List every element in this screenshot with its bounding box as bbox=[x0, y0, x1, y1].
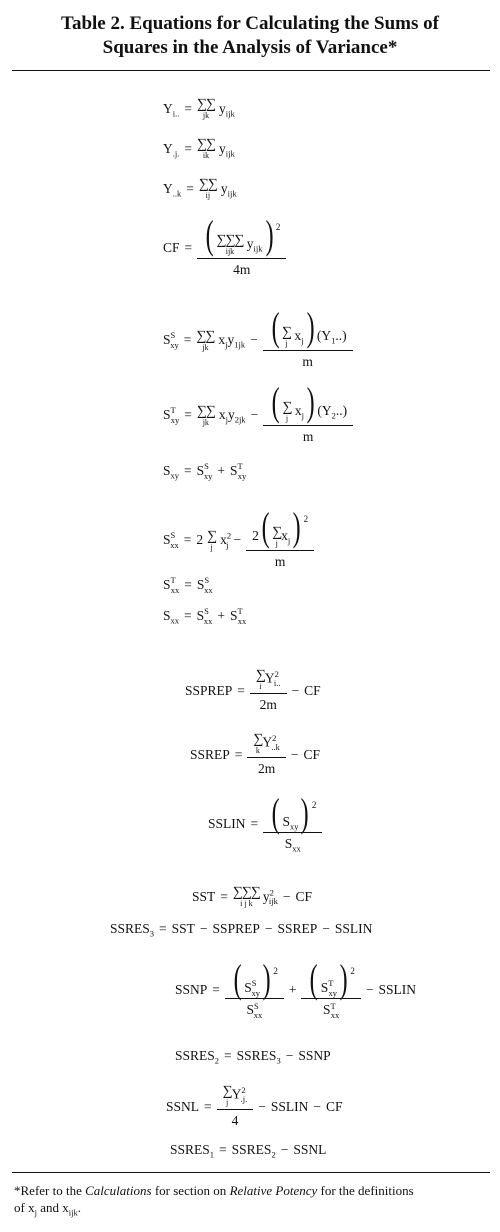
ssnl-label: SSNL bbox=[166, 1098, 200, 1114]
footnote-calculations: Calculations bbox=[85, 1183, 152, 1198]
equation-sslin: SSLIN = (Sxy)2 Sxx bbox=[208, 793, 323, 853]
ssres1-label: SSRES bbox=[170, 1142, 210, 1157]
cf-denominator: 4m bbox=[197, 258, 287, 278]
table-title: Table 2. Equations for Calculating the S… bbox=[0, 12, 500, 60]
stxy-denominator: m bbox=[263, 425, 354, 445]
equation-ssres2: SSRES2 = SSRES3 − SSNP bbox=[175, 1048, 331, 1066]
ssrep-label: SSREP bbox=[190, 746, 230, 762]
yk-label: Y..k bbox=[163, 180, 182, 199]
cf-label: CF bbox=[163, 240, 180, 256]
equation-stxy: STxy = ∑∑jk xjy2jk − (∑j xj)(Y2..) m bbox=[163, 382, 354, 445]
ssres2-label: SSRES bbox=[175, 1048, 215, 1063]
ssprep-label: SSPREP bbox=[185, 682, 233, 698]
yj-label: Y.j. bbox=[163, 140, 180, 159]
equation-ssxy: SSxy = ∑∑jk xjy1jk − (∑j xj)(Y1..) m bbox=[163, 307, 353, 370]
ssnl-denominator: 4 bbox=[216, 1109, 254, 1129]
equation-ssres1: SSRES1 = SSRES2 − SSNL bbox=[170, 1142, 327, 1160]
sslin-label: SSLIN bbox=[208, 816, 246, 831]
equation-ssnp: SSNP = (SSxy)2 SSxx + (STxy)2 STxx − SSL… bbox=[175, 956, 416, 1020]
ssxx-denominator: m bbox=[246, 550, 315, 570]
ssprep-denominator: 2m bbox=[249, 693, 287, 713]
equation-yi: Yi.. = ∑∑jk yijk bbox=[163, 97, 235, 120]
equation-sxx: Sxx = SSxx + STxx bbox=[163, 606, 247, 626]
bottom-rule bbox=[12, 1172, 490, 1173]
ssres3-label: SSRES bbox=[110, 921, 150, 936]
footnote-relative-potency: Relative Potency bbox=[229, 1183, 318, 1198]
ssnp-label: SSNP bbox=[175, 982, 208, 997]
equation-yj: Y.j. = ∑∑ik yijk bbox=[163, 137, 235, 160]
footnote: *Refer to the Calculations for section o… bbox=[14, 1183, 414, 1218]
equation-yk: Y..k = ∑∑ij yijk bbox=[163, 177, 237, 200]
ssxy-denominator: m bbox=[262, 350, 353, 370]
equation-cf: CF = (∑∑∑ijk yijk)2 4m bbox=[163, 215, 287, 278]
equation-sxy: Sxy = SSxy + STxy bbox=[163, 461, 247, 481]
equation-ssres3: SSRES3 = SST − SSPREP − SSREP − SSLIN bbox=[110, 921, 373, 939]
ssrep-denominator: 2m bbox=[247, 757, 286, 777]
sst-label: SST bbox=[192, 888, 216, 904]
top-rule bbox=[12, 70, 490, 71]
equation-stxx: STxx = SSxx bbox=[163, 575, 213, 595]
equation-sst: SST = ∑∑∑i j k y2ijk − CF bbox=[192, 885, 312, 908]
title-line-2: Squares in the Analysis of Variance* bbox=[102, 37, 398, 58]
title-line-1: Table 2. Equations for Calculating the S… bbox=[61, 13, 439, 34]
yi-label: Yi.. bbox=[163, 100, 180, 119]
